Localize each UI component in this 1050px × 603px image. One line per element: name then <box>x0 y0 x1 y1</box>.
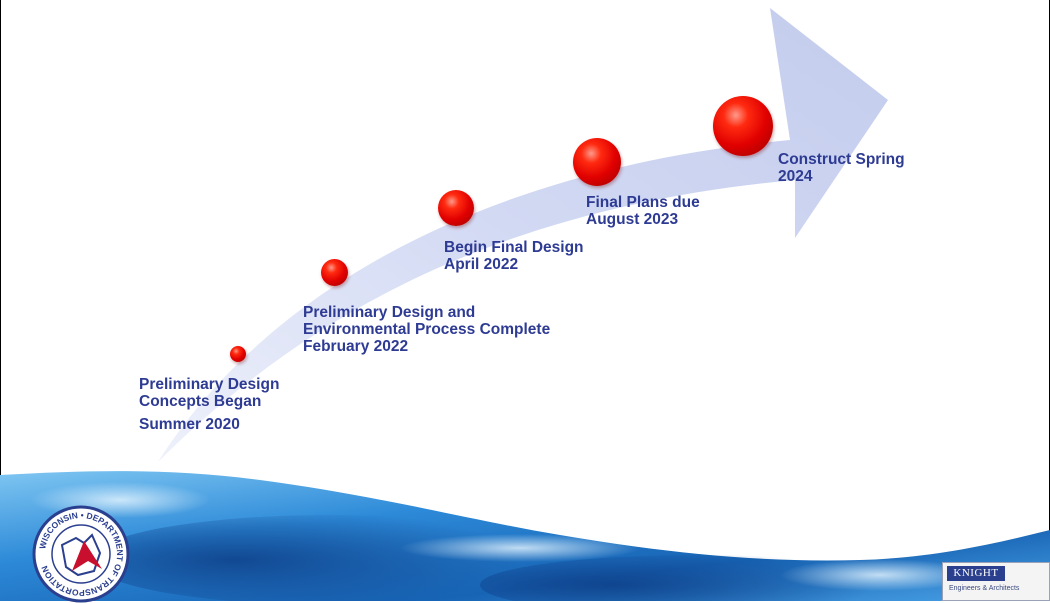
milestone-3-line-1: Begin Final Design <box>444 239 584 256</box>
milestone-1-line-3: Summer 2020 <box>139 416 240 433</box>
milestone-2-line-2: Environmental Process Complete <box>303 321 551 338</box>
milestone-5-line-1: Construct Spring <box>778 151 905 168</box>
milestone-label-3: Begin Final Design April 2022 <box>444 239 584 273</box>
milestone-dot-1 <box>230 346 246 362</box>
milestone-label-1: Preliminary Design Concepts Began Summer… <box>139 376 279 433</box>
knight-logo: KNIGHT Engineers & Architects <box>942 562 1050 601</box>
milestone-label-5: Construct Spring 2024 <box>778 151 905 185</box>
milestone-2-line-3: February 2022 <box>303 338 409 355</box>
milestone-5-line-2: 2024 <box>778 168 813 185</box>
milestone-label-2: Preliminary Design and Environmental Pro… <box>303 304 550 355</box>
milestone-dot-5 <box>713 96 773 156</box>
wisdot-seal-logo: WISCONSIN • DEPARTMENT OF TRANSPORTATION <box>32 505 130 603</box>
milestone-label-4: Final Plans due August 2023 <box>586 194 700 228</box>
timeline-arrow <box>158 8 888 462</box>
knight-logo-subtitle: Engineers & Architects <box>949 585 1020 592</box>
milestone-1-line-2: Concepts Began <box>139 393 262 410</box>
milestone-1-line-1: Preliminary Design <box>139 376 280 393</box>
milestone-dot-3 <box>438 190 474 226</box>
milestone-4-line-1: Final Plans due <box>586 194 700 211</box>
milestone-dot-4 <box>573 138 621 186</box>
milestone-dot-2 <box>321 259 348 286</box>
milestone-3-line-2: April 2022 <box>444 256 519 273</box>
milestone-2-line-1: Preliminary Design and <box>303 304 476 321</box>
milestone-4-line-2: August 2023 <box>586 211 679 228</box>
knight-logo-name: KNIGHT <box>947 566 1005 581</box>
